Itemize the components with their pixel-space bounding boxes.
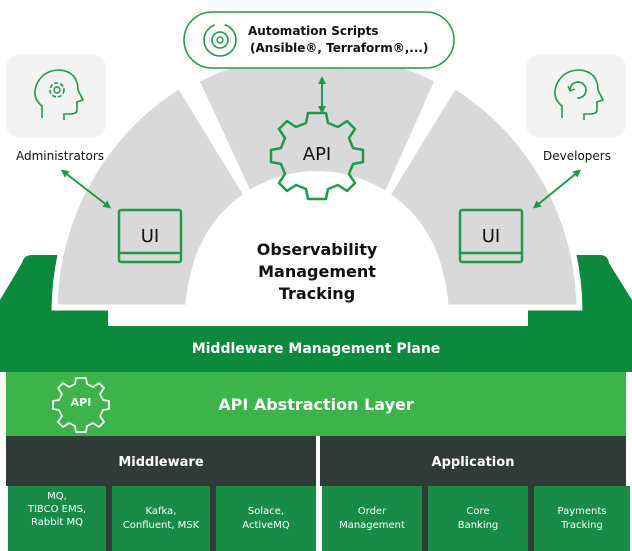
tile-5-bg (428, 486, 528, 551)
gear-cycle-icon (203, 23, 237, 57)
ui-left-label: UI (140, 226, 160, 247)
automation-title: Automation Scripts (248, 24, 379, 38)
tile-5: Core Banking (428, 505, 528, 533)
tile-3-bg (216, 486, 316, 551)
arc-inner-area (188, 171, 446, 326)
middleware-label: Middleware (118, 455, 204, 470)
center-line-1: Observability (256, 240, 378, 259)
api-gear-icon (269, 111, 365, 201)
tile-2-line-1: Kafka, (145, 506, 177, 517)
tile-1-bg (8, 486, 106, 551)
tile-3-line-2: ActiveMQ (242, 520, 290, 531)
tile-1-line-2: TIBCO EMS, (27, 504, 87, 515)
middleware-group-bar (6, 436, 316, 486)
tile-5-line-1: Core (466, 506, 490, 517)
management-plane-label: Middleware Management Plane (191, 341, 441, 357)
abstraction-layer-label: API Abstraction Layer (218, 395, 414, 414)
center-line-2: Management (258, 262, 376, 281)
api-gear-label: API (302, 144, 332, 165)
tile-5-line-2: Banking (457, 520, 499, 531)
tile-4-line-1: Order (357, 506, 387, 517)
automation-subtitle: (Ansible®, Terraform®,...) (250, 41, 429, 55)
tile-6-line-1: Payments (557, 506, 607, 517)
api-badge-label: API (70, 396, 92, 409)
devs-label: Developers (543, 149, 611, 163)
tile-3-line-1: Solace, (247, 506, 285, 517)
api-small-gear-icon (52, 377, 110, 433)
tile-2-line-2: Confluent, MSK (122, 520, 200, 531)
arrow-dev-ui (532, 169, 582, 209)
tile-4-line-2: Management (339, 520, 405, 531)
tile-4: Order Management (322, 505, 422, 533)
admins-label: Administrators (15, 149, 105, 163)
ui-monitor-left-icon (117, 208, 183, 264)
center-line-3: Tracking (278, 284, 356, 303)
tile-6-bg (534, 486, 630, 551)
tile-3: Solace, ActiveMQ (216, 505, 316, 533)
dev-card (526, 54, 626, 138)
tile-2-bg (112, 486, 210, 551)
tile-2: Kafka, Confluent, MSK (110, 505, 212, 533)
tile-1-line-3: Rabbit MQ (31, 517, 83, 528)
application-label: Application (431, 455, 515, 470)
tile-1: MQ, TIBCO EMS, Rabbit MQ (8, 490, 106, 529)
tile-4-bg (322, 486, 422, 551)
automation-pill (183, 11, 455, 69)
arrow-admin-ui (60, 169, 112, 209)
admin-card (6, 54, 106, 138)
tile-6: Payments Tracking (534, 505, 630, 533)
management-plane-band (6, 326, 626, 372)
tile-1-line-1: MQ, (47, 491, 67, 502)
tile-6-line-2: Tracking (561, 520, 603, 531)
head-cycle-icon (554, 69, 605, 120)
application-group-bar (320, 436, 626, 486)
ui-right-label: UI (481, 226, 501, 247)
ui-monitor-right-icon (458, 208, 524, 264)
head-gear-icon (34, 69, 85, 120)
